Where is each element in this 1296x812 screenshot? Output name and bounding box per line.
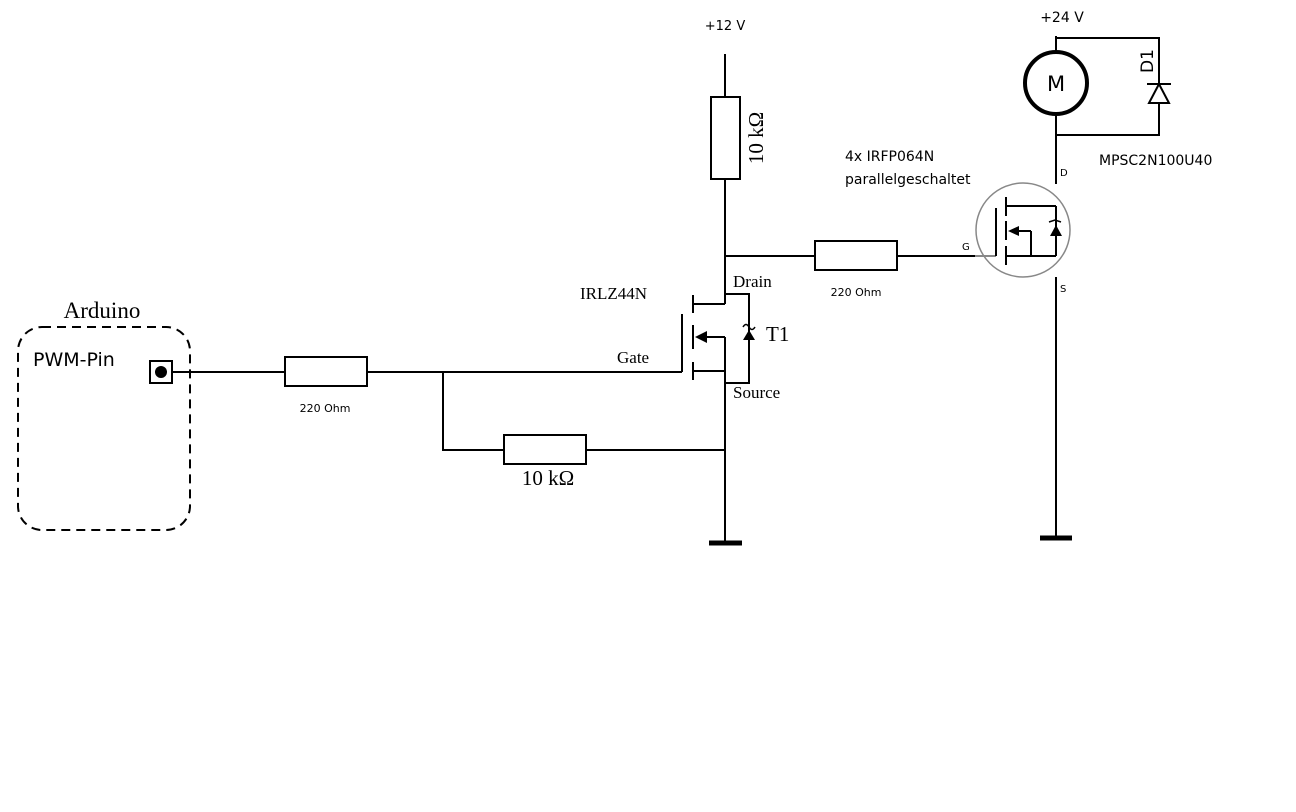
t1-drain-label: Drain xyxy=(733,272,772,291)
freewheel-diode-symbol xyxy=(1147,81,1171,104)
t1-zener-mark-icon xyxy=(742,323,756,331)
resistor-pulldown xyxy=(503,434,587,465)
arduino-board-outline xyxy=(17,326,191,531)
resistor-gate-input-label: 220 Ohm xyxy=(300,402,351,415)
t1-body-diode-icon xyxy=(743,330,755,340)
power-mosfet-part-label: 4x IRFP064N xyxy=(845,149,934,165)
resistor-gate-power-label: 220 Ohm xyxy=(831,286,882,299)
supply-12v-label: +12 V xyxy=(705,19,746,34)
t1-gate-label: Gate xyxy=(617,348,649,367)
resistor-gate-input xyxy=(284,356,368,387)
power-mosfet-symbol xyxy=(975,182,1071,278)
diode-designator-label: D1 xyxy=(1138,49,1158,73)
t1-part-label: IRLZ44N xyxy=(580,284,647,303)
pwm-pin-terminal xyxy=(149,360,173,384)
pwm-pin-label: PWM-Pin xyxy=(33,349,115,371)
supply-24v-label: +24 V xyxy=(1040,10,1084,26)
power-mosfet-note-label: parallelgeschaltet xyxy=(845,172,971,188)
resistor-pullup xyxy=(710,96,741,180)
resistor-pulldown-label: 10 kΩ xyxy=(522,466,574,490)
diode-part-label: MPSC2N100U40 xyxy=(1099,153,1212,169)
t1-designator-label: T1 xyxy=(766,322,789,346)
power-mosfet-drain-pin-label: D xyxy=(1060,168,1068,179)
mosfet-t1-symbol xyxy=(681,293,750,543)
resistor-pullup-label: 10 kΩ xyxy=(744,112,768,164)
resistor-gate-power xyxy=(814,240,898,271)
t1-channel-arrow-icon xyxy=(695,331,707,343)
power-mosfet-source-pin-label: S xyxy=(1060,284,1066,295)
arduino-label: Arduino xyxy=(64,298,141,323)
power-mosfet-gate-pin-label: G xyxy=(962,242,970,253)
t1-source-label: Source xyxy=(733,383,780,402)
wire-pulldown-left xyxy=(442,372,504,451)
motor-label: M xyxy=(1047,72,1065,96)
